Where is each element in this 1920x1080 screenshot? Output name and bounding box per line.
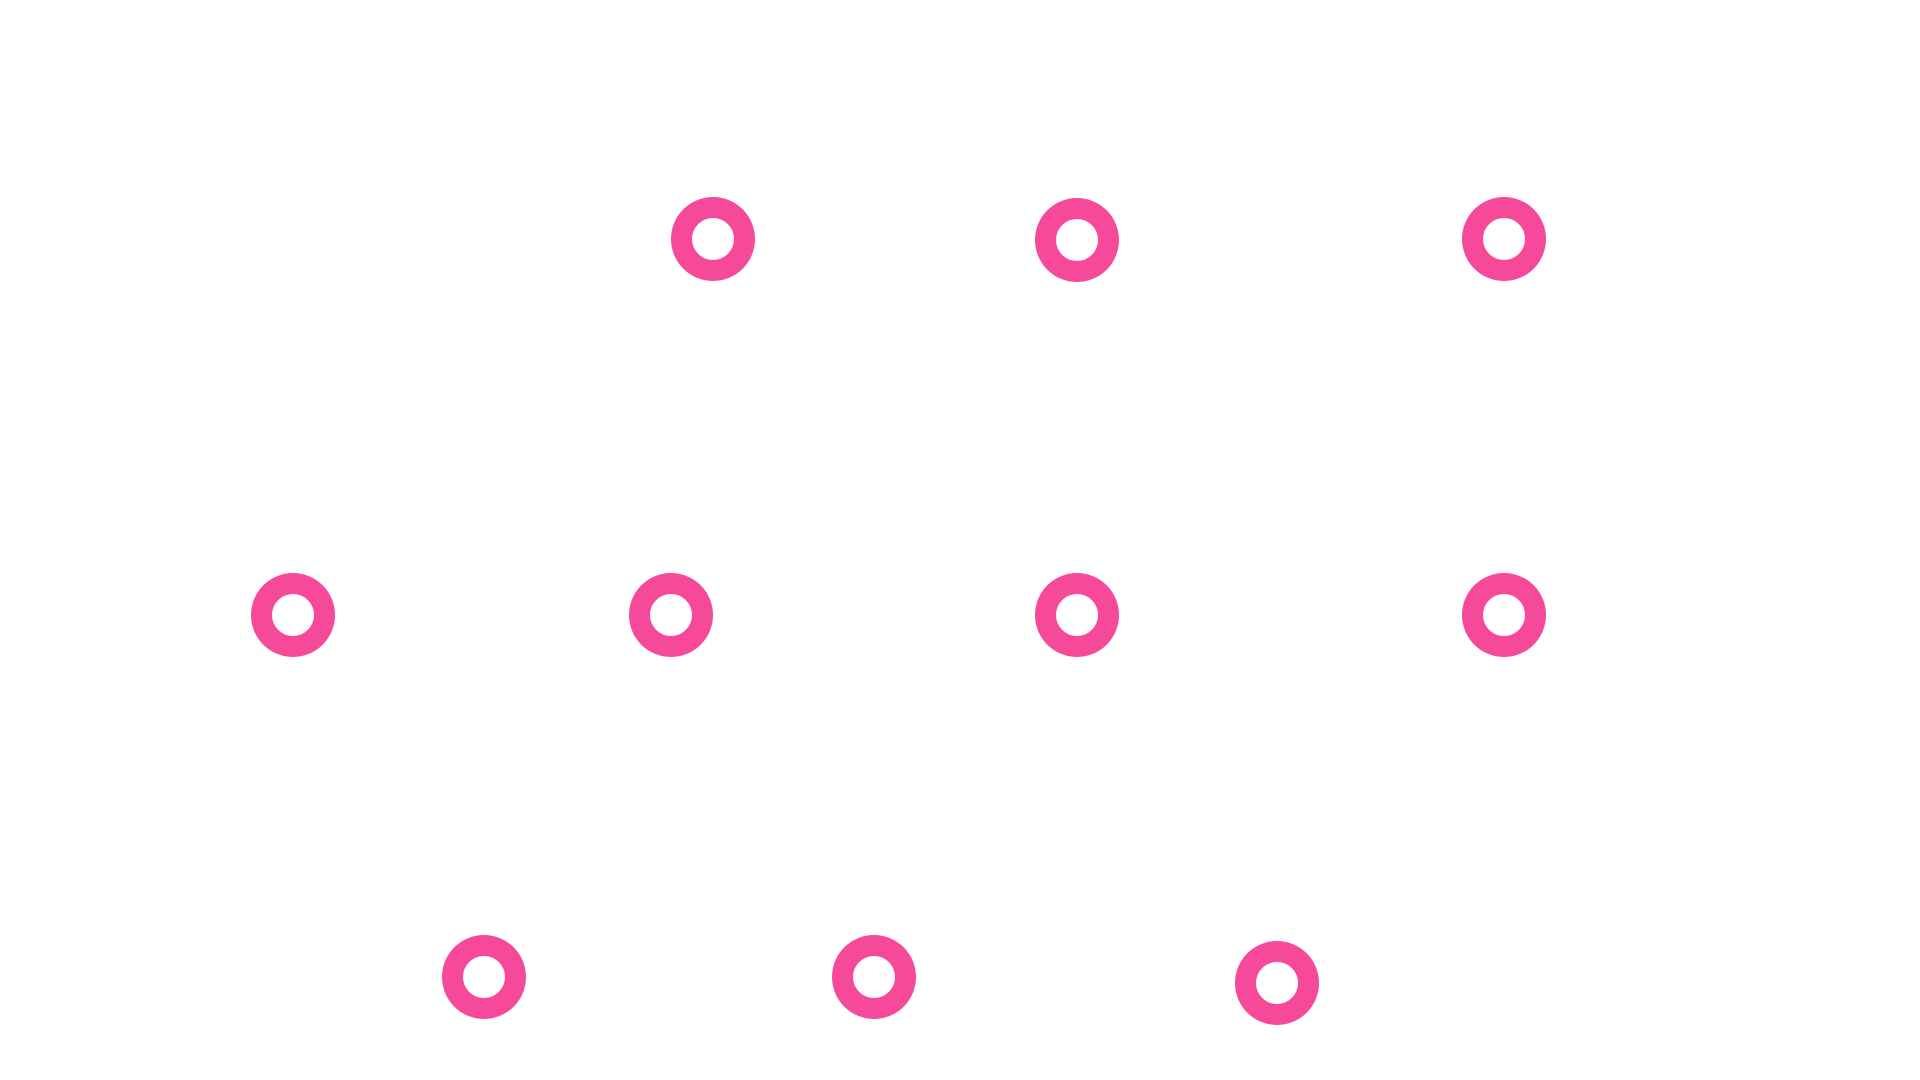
ring-icon[interactable] [1035, 573, 1119, 657]
ring-icon[interactable] [671, 197, 755, 281]
ring-icon[interactable] [442, 935, 526, 1019]
ring-icon[interactable] [629, 573, 713, 657]
ring-icon[interactable] [1035, 198, 1119, 282]
ring-icon[interactable] [832, 935, 916, 1019]
ring-icon[interactable] [1462, 197, 1546, 281]
ring-icon[interactable] [1462, 573, 1546, 657]
ring-icon[interactable] [1235, 941, 1319, 1025]
ring-icon[interactable] [251, 573, 335, 657]
